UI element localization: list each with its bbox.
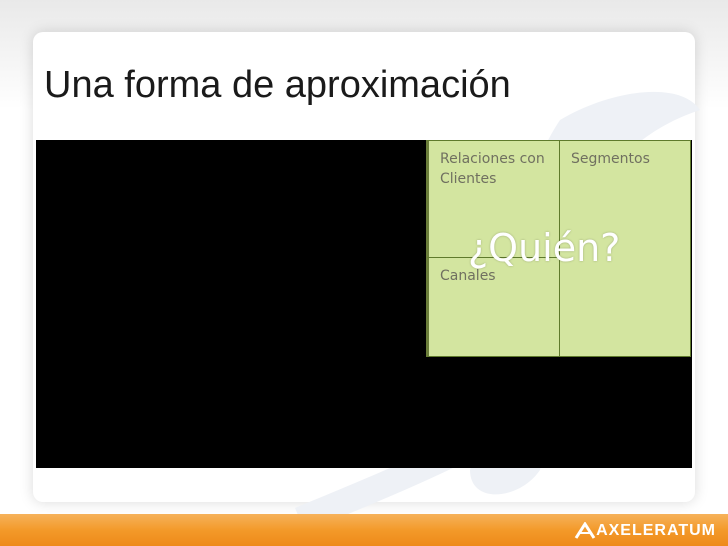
cell-label-canales: Canales — [440, 268, 496, 284]
cell-label-segmentos: Segmentos — [571, 151, 650, 167]
business-model-canvas: Relaciones con Clientes Canales Segmento… — [426, 140, 691, 357]
logo-mark-icon — [574, 522, 596, 539]
overlay-question: ¿Quién? — [468, 226, 621, 270]
cell-label-relaciones-text: Relaciones con Clientes — [440, 151, 545, 187]
footer-bar — [0, 514, 728, 546]
cell-label-relaciones: Relaciones con Clientes — [440, 149, 545, 189]
slide-title: Una forma de aproximación — [44, 64, 511, 106]
logo-text: AXELERATUM — [596, 522, 716, 539]
cell-canales: Canales — [426, 257, 560, 357]
axeleratum-logo: AXELERATUM — [574, 522, 716, 540]
cell-segmentos: Segmentos — [559, 140, 691, 357]
